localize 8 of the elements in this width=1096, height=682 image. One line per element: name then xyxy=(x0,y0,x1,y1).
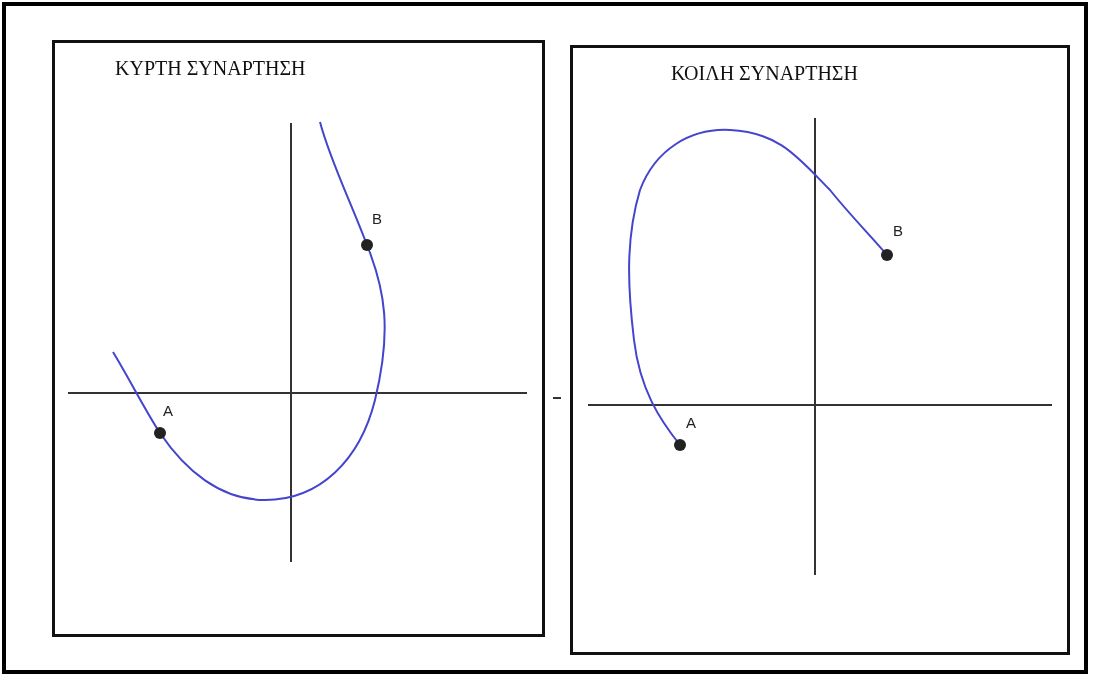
panel-title: ΚΟΙΛΗ ΣΥΝΑΡΤΗΣΗ xyxy=(671,62,858,85)
point-label: B xyxy=(893,222,903,239)
point-label: A xyxy=(686,414,696,431)
graph-panel xyxy=(52,40,545,637)
point-label: A xyxy=(163,402,173,419)
point-label: B xyxy=(372,210,382,227)
panel-title: ΚΥΡΤΗ ΣΥΝΑΡΤΗΣΗ xyxy=(115,57,306,80)
graph-panel xyxy=(570,45,1070,655)
